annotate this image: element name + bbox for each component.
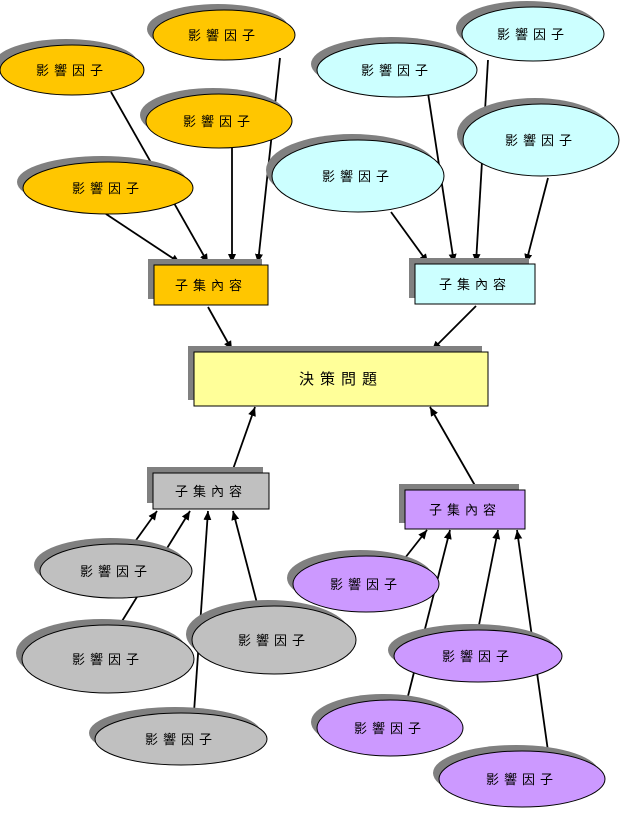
edge-purple-factor-1 — [404, 529, 428, 559]
factor-purple-2-label: 影響因子 — [442, 649, 514, 665]
subgoal-gray-box — [152, 472, 270, 510]
factor-gray-2-ellipse — [21, 624, 195, 694]
factor-gray-3-label: 影響因子 — [238, 633, 310, 649]
factor-purple-1-ellipse — [292, 555, 440, 613]
subgoal-purple: 子集內容 — [399, 484, 526, 530]
edge-cyan-to-central — [431, 305, 477, 351]
factor-yellow-2-label: 影響因子 — [188, 28, 260, 44]
edge-gray-factor-4 — [193, 510, 212, 713]
factor-yellow-2: 影響因子 — [147, 4, 296, 61]
factor-gray-2-label: 影響因子 — [72, 652, 144, 668]
factor-purple-3-label: 影響因子 — [354, 721, 426, 737]
subgoal-purple-label: 子集內容 — [429, 503, 501, 519]
factor-cyan-2-label: 影響因子 — [497, 27, 569, 43]
central-problem-box — [193, 351, 489, 407]
factor-gray-4-label: 影響因子 — [145, 732, 217, 748]
factor-gray-1-label: 影響因子 — [80, 564, 152, 580]
edge-gray-factor-1 — [133, 510, 158, 544]
factor-purple-2-ellipse — [393, 629, 563, 683]
subgoal-gray: 子集內容 — [147, 467, 270, 510]
factor-yellow-3-label: 影響因子 — [183, 114, 255, 130]
factor-gray-4: 影響因子 — [89, 707, 268, 766]
subgoal-yellow: 子集內容 — [148, 259, 269, 306]
factor-purple-2: 影響因子 — [388, 624, 563, 683]
factor-yellow-3: 影響因子 — [140, 88, 293, 149]
factor-yellow-4-label: 影響因子 — [72, 181, 144, 197]
edge-purple-to-central — [429, 406, 478, 490]
factor-gray-2: 影響因子 — [16, 619, 195, 694]
factor-yellow-1-ellipse — [0, 44, 145, 96]
edge-cyan-factor-3 — [524, 177, 549, 264]
factor-yellow-4: 影響因子 — [17, 156, 194, 215]
nodes-layer: 決策問題子集內容影響因子影響因子影響因子影響因子子集內容影響因子影響因子影響因子… — [0, 1, 620, 808]
factor-cyan-3-label: 影響因子 — [505, 133, 577, 149]
subgoal-purple-box — [404, 489, 526, 530]
subgoal-cyan: 子集內容 — [409, 258, 536, 305]
factor-gray-1-ellipse — [39, 543, 193, 599]
factor-cyan-4-ellipse — [271, 139, 445, 213]
factor-cyan-1-ellipse — [316, 42, 478, 98]
edge-cyan-factor-4 — [390, 211, 429, 264]
edge-yellow-factor-2 — [254, 57, 281, 264]
edge-gray-to-central — [231, 406, 256, 473]
factor-purple-4-ellipse — [438, 750, 606, 808]
factor-yellow-1-label: 影響因子 — [36, 63, 108, 79]
central-problem: 決策問題 — [188, 346, 489, 407]
factor-gray-3-ellipse — [191, 605, 357, 675]
factor-purple-1: 影響因子 — [287, 550, 440, 613]
factor-yellow-1: 影響因子 — [0, 39, 145, 96]
edge-purple-factor-2 — [477, 529, 501, 631]
factor-purple-3: 影響因子 — [311, 694, 464, 757]
factor-yellow-4-ellipse — [22, 161, 194, 215]
factor-cyan-1-label: 影響因子 — [361, 63, 433, 79]
subgoal-cyan-box — [414, 263, 536, 305]
subgoal-gray-label: 子集內容 — [175, 484, 247, 500]
factor-gray-4-ellipse — [94, 712, 268, 766]
factor-cyan-2-ellipse — [461, 6, 605, 62]
central-problem-label: 決策問題 — [299, 370, 383, 388]
factor-yellow-2-ellipse — [152, 9, 296, 61]
factor-cyan-2: 影響因子 — [456, 1, 605, 62]
factor-gray-1: 影響因子 — [34, 538, 193, 599]
factor-cyan-1: 影響因子 — [311, 37, 478, 98]
factor-cyan-3: 影響因子 — [457, 98, 620, 177]
factor-yellow-3-ellipse — [145, 93, 293, 149]
subgoal-cyan-label: 子集內容 — [439, 277, 511, 293]
factor-purple-1-label: 影響因子 — [330, 577, 402, 593]
factor-cyan-3-ellipse — [462, 103, 620, 177]
factor-purple-4-label: 影響因子 — [486, 772, 558, 788]
edge-yellow-to-central — [207, 306, 233, 351]
edge-yellow-factor-4 — [105, 213, 181, 264]
edge-gray-factor-3 — [231, 510, 259, 608]
factor-cyan-4-label: 影響因子 — [322, 169, 394, 185]
factor-purple-4: 影響因子 — [433, 745, 606, 808]
subgoal-yellow-box — [153, 264, 269, 306]
subgoal-yellow-label: 子集內容 — [175, 278, 247, 294]
factor-gray-3: 影響因子 — [186, 600, 357, 675]
factor-purple-3-ellipse — [316, 699, 464, 757]
factor-cyan-4: 影響因子 — [266, 134, 445, 213]
